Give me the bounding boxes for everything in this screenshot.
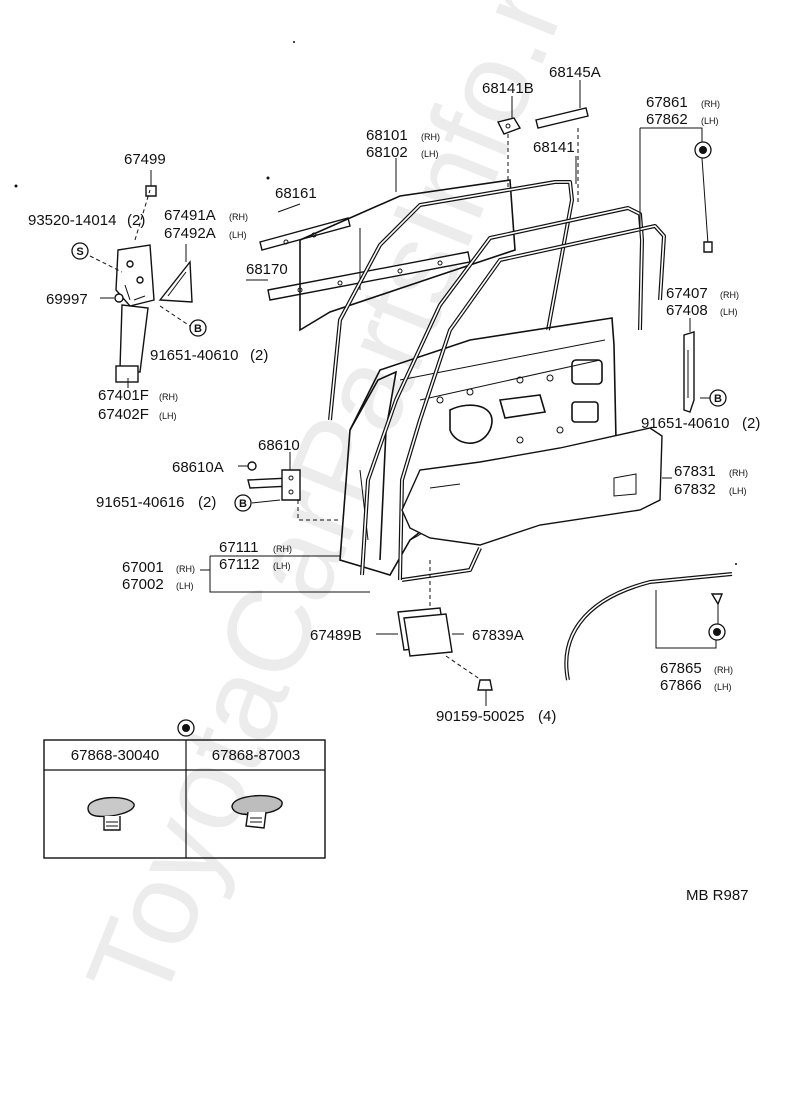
- corner-piece-67491A: [158, 260, 193, 303]
- label-90159: 90159-50025: [436, 708, 524, 725]
- label-67861: 67861: [646, 94, 688, 111]
- label-68610: 68610: [258, 437, 300, 454]
- label-67865-rh: (RH): [714, 665, 733, 675]
- label-67407-rh: (RH): [720, 290, 739, 300]
- label-67002-lh: (LH): [176, 581, 194, 591]
- svg-text:B: B: [194, 323, 202, 335]
- channel-67407: [683, 331, 695, 413]
- label-68161: 68161: [275, 185, 317, 202]
- table-col2-header: 67868-87003: [212, 747, 300, 764]
- label-91651-c-qty: (2): [198, 494, 216, 511]
- label-91651-b-qty: (2): [742, 415, 760, 432]
- label-91651-a: 91651-40610: [150, 347, 238, 364]
- glass-run-68141: [328, 180, 574, 421]
- trim-board-67831: [401, 427, 663, 546]
- label-93520: 93520-14014: [28, 212, 116, 229]
- clip-67861: [703, 241, 713, 253]
- clip-table: 67868-30040 67868-87003: [43, 719, 326, 859]
- belt-moulding-68161: [259, 217, 351, 251]
- scan-speck: [14, 184, 18, 188]
- label-68170: 68170: [246, 261, 288, 278]
- label-68101-rh: (RH): [421, 132, 440, 142]
- label-67499: 67499: [124, 151, 166, 168]
- symbol-s-marker: S: [71, 242, 89, 260]
- label-67866: 67866: [660, 677, 702, 694]
- label-67407: 67407: [666, 285, 708, 302]
- label-68141B: 68141B: [482, 80, 534, 97]
- scan-speck: [293, 41, 295, 43]
- label-90159-qty: (4): [538, 708, 556, 725]
- table-col1-header: 67868-30040: [71, 747, 159, 764]
- label-68145A: 68145A: [549, 64, 601, 81]
- diagram-code: MB R987: [686, 887, 749, 904]
- clip-67865: [710, 593, 724, 606]
- label-67832-lh: (LH): [729, 486, 747, 496]
- label-69997: 69997: [46, 291, 88, 308]
- label-67402F-lh: (LH): [159, 411, 177, 421]
- label-67111-rh: (RH): [273, 544, 292, 554]
- label-67831-rh: (RH): [729, 468, 748, 478]
- symbol-b-marker-right: B: [709, 389, 727, 407]
- window-regulator: [115, 244, 155, 383]
- label-67401F-rh: (RH): [159, 392, 178, 402]
- weatherstrip-67861: [360, 206, 666, 582]
- label-67862: 67862: [646, 111, 688, 128]
- clip-67499: [145, 185, 157, 197]
- label-67491A: 67491A: [164, 207, 216, 224]
- clip-67868-30040: [87, 797, 135, 831]
- label-91651-a-qty: (2): [250, 347, 268, 364]
- label-67112-lh: (LH): [273, 561, 291, 571]
- label-67866-lh: (LH): [714, 682, 732, 692]
- label-67001-rh: (RH): [176, 564, 195, 574]
- symbol-dot-marker-right: [694, 141, 712, 159]
- label-67492A-lh: (LH): [229, 230, 247, 240]
- symbol-b-marker-hinge: B: [234, 494, 252, 512]
- label-67861-rh: (RH): [701, 99, 720, 109]
- label-67492A: 67492A: [164, 225, 216, 242]
- label-68141: 68141: [533, 139, 575, 156]
- label-93520-qty: (2): [127, 212, 145, 229]
- strip-68145A: [535, 107, 589, 129]
- svg-text:B: B: [239, 498, 247, 510]
- symbol-b-marker-left: B: [189, 319, 207, 337]
- label-67401F: 67401F: [98, 387, 149, 404]
- label-67112: 67112: [219, 556, 260, 573]
- clip-68141B: [496, 117, 522, 135]
- label-68610A: 68610A: [172, 459, 224, 476]
- label-67832: 67832: [674, 481, 716, 498]
- label-67831: 67831: [674, 463, 716, 480]
- label-67839A: 67839A: [472, 627, 524, 644]
- label-67408-lh: (LH): [720, 307, 738, 317]
- scan-speck: [266, 176, 270, 180]
- label-68101: 68101: [366, 127, 408, 144]
- screw-90159: [477, 679, 493, 691]
- label-67489B: 67489B: [310, 627, 362, 644]
- scan-speck: [735, 563, 737, 565]
- bolt-69997: [114, 293, 124, 303]
- label-91651-c: 91651-40616: [96, 494, 184, 511]
- label-67408: 67408: [666, 302, 708, 319]
- label-67002: 67002: [122, 576, 164, 593]
- clip-67868-87003: [231, 794, 283, 829]
- svg-text:B: B: [714, 393, 722, 405]
- label-68102-lh: (LH): [421, 149, 439, 159]
- symbol-dot-marker-table: [177, 719, 195, 737]
- label-68102: 68102: [366, 144, 408, 161]
- label-67111: 67111: [219, 539, 259, 556]
- label-91651-b: 91651-40610: [641, 415, 729, 432]
- symbol-dot-marker-arch: [708, 623, 726, 641]
- service-cover-67839A: [397, 607, 453, 657]
- label-67865: 67865: [660, 660, 702, 677]
- label-67402F: 67402F: [98, 406, 149, 423]
- label-67491A-rh: (RH): [229, 212, 248, 222]
- label-67862-lh: (LH): [701, 116, 719, 126]
- door-check-68610: [247, 461, 301, 501]
- arch-moulding-67865: [564, 572, 733, 681]
- svg-text:S: S: [76, 246, 83, 258]
- label-67001: 67001: [122, 559, 164, 576]
